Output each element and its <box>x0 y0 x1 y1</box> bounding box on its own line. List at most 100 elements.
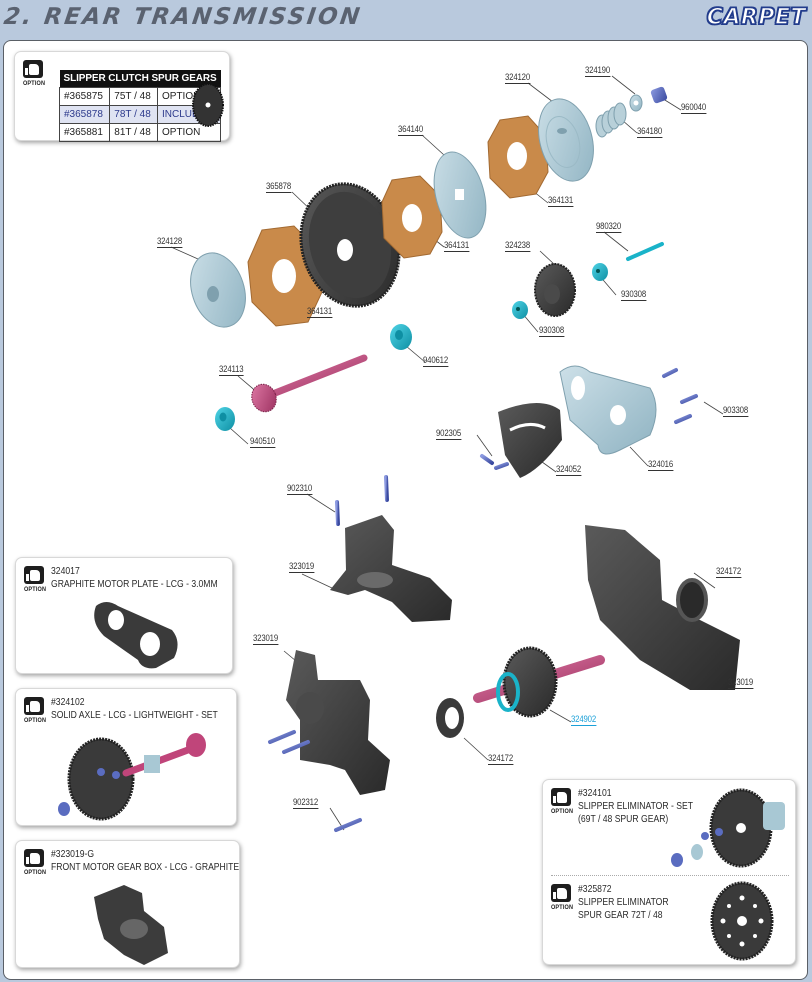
part-324120-pressure-plate <box>538 98 594 182</box>
gear-ratio: 78T / 48 <box>109 104 158 124</box>
callout-324016[interactable]: 324016 <box>648 459 674 471</box>
part-324113-pinion-shaft <box>251 354 368 413</box>
option-label: OPTION <box>22 80 46 87</box>
part-324052-gear-cover <box>498 402 562 478</box>
callout-902305[interactable]: 902305 <box>436 428 462 440</box>
callout-324238[interactable]: 324238 <box>505 240 531 252</box>
thumbs-up-icon <box>24 566 44 584</box>
part-324172-gearbox-right <box>585 525 740 690</box>
option-label: OPTION <box>23 586 47 593</box>
option-description-2: SPUR GEAR 72T / 48 <box>578 909 663 921</box>
callout-324902-link[interactable]: 324902 <box>571 714 597 726</box>
option-part-number: #325872 <box>578 883 612 895</box>
carpet-logo: CARPET <box>706 4 806 31</box>
gear-status: OPTION <box>156 122 222 142</box>
option-label: OPTION <box>550 808 574 815</box>
part-324902-differential <box>473 646 605 718</box>
option-part-number: #324101 <box>578 787 612 799</box>
part-364131-friction-pad-3 <box>487 115 549 199</box>
option-box-324017: OPTION 324017 GRAPHITE MOTOR PLATE - LCG… <box>15 557 233 674</box>
option-description-2: (69T / 48 SPUR GEAR) <box>578 813 669 825</box>
option-description: SOLID AXLE - LCG - LIGHTWEIGHT - SET <box>51 709 218 721</box>
option-part-number: #324102 <box>51 696 85 708</box>
callout-324113[interactable]: 324113 <box>219 364 244 376</box>
option-badge: OPTION <box>22 697 48 724</box>
spur-gear-thumbnail <box>192 83 224 127</box>
option-badge: OPTION <box>22 566 48 593</box>
callout-364180[interactable]: 364180 <box>637 126 663 138</box>
callout-903308[interactable]: 903308 <box>723 405 749 417</box>
part-902310-screws <box>335 475 389 526</box>
option-badge: OPTION <box>549 788 575 815</box>
table-row: #365881 81T / 48 OPTION <box>58 122 222 142</box>
part-930308-collar-2 <box>512 301 528 319</box>
option-box-324102: OPTION #324102 SOLID AXLE - LCG - LIGHTW… <box>15 688 237 826</box>
option-description: SLIPPER ELIMINATOR <box>578 896 669 908</box>
callout-324190[interactable]: 324190 <box>585 65 611 77</box>
callout-902310[interactable]: 902310 <box>287 483 313 495</box>
callout-940612[interactable]: 940612 <box>423 355 449 367</box>
callout-364131-mid[interactable]: 364131 <box>444 240 470 252</box>
part-324128-plate <box>190 252 246 328</box>
callout-902312[interactable]: 902312 <box>293 797 319 809</box>
page-header: 2. REAR TRANSMISSION CARPET <box>0 0 812 36</box>
callout-940510[interactable]: 940510 <box>250 436 276 448</box>
part-903308-screws <box>662 368 698 424</box>
part-902312-screws <box>268 730 362 832</box>
option-description: GRAPHITE MOTOR PLATE - LCG - 3.0MM <box>51 578 218 590</box>
callout-365878[interactable]: 365878 <box>266 181 292 193</box>
gear-ratio: 75T / 48 <box>109 86 158 106</box>
part-number: #365875 <box>58 86 111 106</box>
part-364131-friction-pad-2 <box>381 175 443 259</box>
callout-324120[interactable]: 324120 <box>505 72 531 84</box>
thumbs-up-icon <box>551 788 571 806</box>
part-980320-pin <box>626 242 664 261</box>
spur-gear-72t-image <box>710 881 774 961</box>
callout-930308-b[interactable]: 930308 <box>539 325 565 337</box>
part-365878-spur-gear <box>299 182 401 308</box>
part-324016-motor-plate <box>559 365 657 455</box>
callout-324172-right[interactable]: 324172 <box>716 566 742 578</box>
part-323019-gearbox-top <box>330 515 452 622</box>
callout-323019-top[interactable]: 323019 <box>289 561 315 573</box>
gear-ratio: 81T / 48 <box>109 122 158 142</box>
part-324172-ring <box>436 698 464 738</box>
part-364140-plate <box>433 151 487 239</box>
option-box-slipper-eliminator: OPTION #324101 SLIPPER ELIMINATOR - SET … <box>542 779 796 965</box>
option-badge: OPTION <box>549 884 575 911</box>
part-324190-washer <box>629 94 643 112</box>
option-part-number: 324017 <box>51 565 80 577</box>
slipper-eliminator-set-image <box>671 788 785 868</box>
callout-960040[interactable]: 960040 <box>681 102 707 114</box>
slipper-clutch-option-box: OPTION SLIPPER CLUTCH SPUR GEARS #365875… <box>14 51 230 142</box>
option-part-number: #323019-G <box>51 848 95 860</box>
part-960040-nut <box>650 86 668 104</box>
option-description: SLIPPER ELIMINATOR - SET <box>578 800 693 812</box>
thumbs-up-icon <box>24 849 44 867</box>
option-description: FRONT MOTOR GEAR BOX - LCG - GRAPHITE <box>51 861 240 873</box>
callout-323019-right[interactable]: 323019 <box>728 677 754 689</box>
front-motor-gearbox-image <box>94 885 168 965</box>
callout-324052[interactable]: 324052 <box>556 464 582 476</box>
thumbs-up-icon <box>24 697 44 715</box>
spur-table-title: SLIPPER CLUTCH SPUR GEARS <box>59 70 221 87</box>
part-930308-collar <box>592 263 608 281</box>
callout-364131-top[interactable]: 364131 <box>548 195 574 207</box>
thumbs-up-icon <box>551 884 571 902</box>
callout-930308-a[interactable]: 930308 <box>621 289 647 301</box>
callout-980320[interactable]: 980320 <box>596 221 622 233</box>
option-badge: OPTION <box>22 849 48 876</box>
part-323019-gearbox-left <box>286 650 390 795</box>
callout-323019-left[interactable]: 323019 <box>253 633 279 645</box>
callout-324128[interactable]: 324128 <box>157 236 183 248</box>
part-number: #365878 <box>58 104 111 124</box>
callout-364140[interactable]: 364140 <box>398 124 424 136</box>
option-label: OPTION <box>23 717 47 724</box>
divider <box>551 875 789 876</box>
part-940612-bearing <box>390 324 412 350</box>
graphite-motor-plate-image <box>94 602 178 669</box>
callout-324172-bottom[interactable]: 324172 <box>488 753 514 765</box>
option-label: OPTION <box>550 904 574 911</box>
callout-364131-left[interactable]: 364131 <box>307 306 333 318</box>
